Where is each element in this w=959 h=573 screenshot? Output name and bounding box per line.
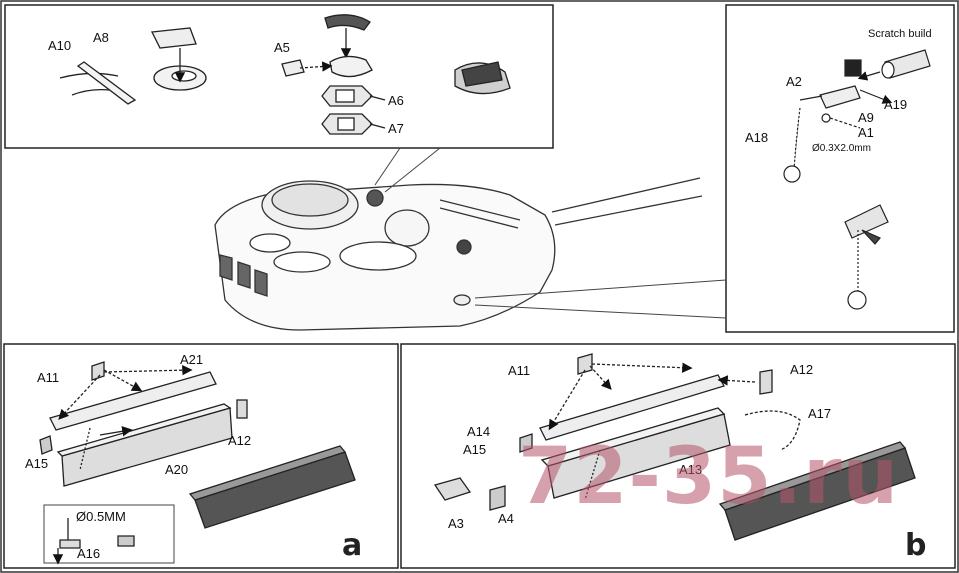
panel-a-parts — [39, 361, 356, 565]
label-a9: A9 — [858, 110, 874, 125]
watermark: 72-35.ru — [518, 432, 900, 522]
label-b-a17: A17 — [808, 406, 832, 421]
label-b-a11: A11 — [508, 363, 531, 378]
label-a-a12: A12 — [228, 433, 252, 448]
label-a-a21: A21 — [180, 352, 204, 367]
panel-a-box — [3, 343, 399, 569]
label-b-a13: A13 — [679, 462, 703, 477]
panel-b-parts — [433, 353, 916, 541]
tank-turret — [214, 177, 703, 331]
label-a7: A7 — [388, 121, 404, 136]
label-a-a11: A11 — [37, 370, 60, 385]
label-a8: A8 — [93, 30, 109, 45]
callout-lines — [374, 147, 727, 319]
part-scratch-build — [783, 49, 931, 183]
panel-a-letter: a — [342, 528, 363, 563]
label-a19: A19 — [884, 97, 908, 112]
part-chain-assembled — [844, 204, 889, 310]
label-a-a20: A20 — [165, 462, 189, 477]
label-b-a3: A3 — [448, 516, 464, 531]
label-a-wire: Ø0.5MM — [76, 509, 126, 524]
label-a1: A1 — [858, 125, 874, 140]
label-a2: A2 — [786, 74, 802, 89]
detail-box-top-left — [4, 4, 554, 149]
label-b-a4: A4 — [498, 511, 514, 526]
part-a5-a6-a7 — [281, 14, 386, 135]
label-a18: A18 — [745, 130, 769, 145]
label-a10: A10 — [48, 38, 72, 53]
label-a5: A5 — [274, 40, 290, 55]
label-scratch-build: Scratch build — [868, 28, 932, 40]
panel-b-box — [400, 343, 956, 569]
part-a10-a8 — [59, 61, 137, 105]
part-hatch-assembled — [454, 61, 511, 95]
label-b-a14: A14 — [467, 424, 491, 439]
label-wire-0-3: Ø0.3X2.0mm — [812, 143, 871, 154]
label-a6: A6 — [388, 93, 404, 108]
panel-b-letter: b — [905, 528, 927, 563]
label-a-a16: A16 — [77, 546, 101, 561]
label-b-a15: A15 — [463, 442, 487, 457]
label-b-a12: A12 — [790, 362, 814, 377]
detail-box-top-right — [725, 4, 955, 333]
label-a-a15: A15 — [25, 456, 49, 471]
part-a8-ring — [150, 27, 207, 91]
